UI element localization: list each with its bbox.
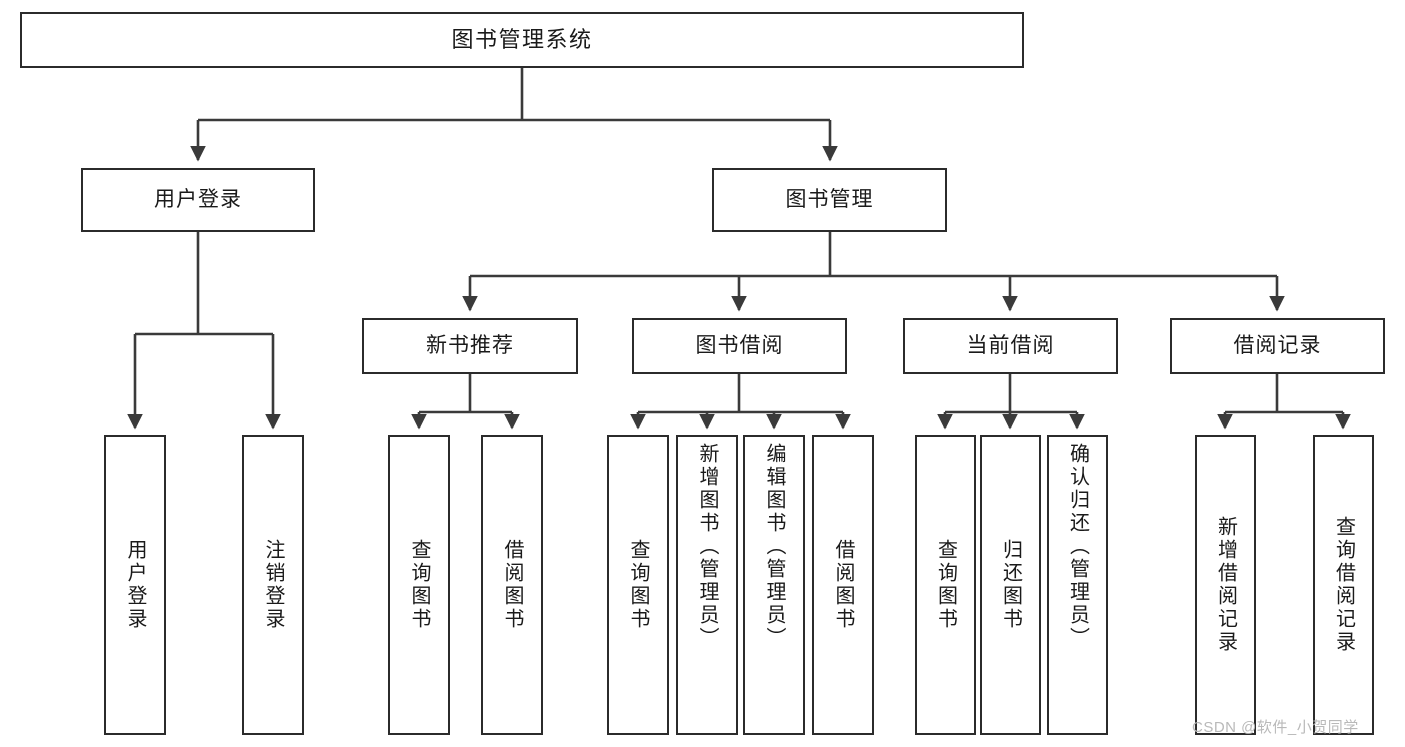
node-root[interactable]: 图书管理系统	[20, 12, 1024, 68]
node-borrow-record-label: 借阅记录	[1233, 333, 1322, 357]
leaf-br-add-record-label: 新增借阅记录	[1214, 516, 1237, 654]
node-root-label: 图书管理系统	[451, 27, 593, 53]
node-user-login-label: 用户登录	[154, 187, 242, 211]
leaf-cb-query-book[interactable]: 查询图书	[915, 435, 976, 735]
leaf-user-login[interactable]: 用户登录	[104, 435, 166, 735]
leaf-cb-confirm-return-label: 确认归还（管理员）	[1066, 443, 1089, 650]
leaf-rec-query-book-label: 查询图书	[408, 539, 430, 631]
leaf-rec-query-book[interactable]: 查询图书	[388, 435, 450, 735]
node-book-manage-label: 图书管理	[785, 187, 874, 211]
leaf-bb-edit-book[interactable]: 编辑图书（管理员）	[743, 435, 805, 735]
node-book-borrow-label: 图书借阅	[695, 333, 784, 357]
leaf-bb-edit-book-label: 编辑图书（管理员）	[763, 443, 785, 650]
leaf-user-logout[interactable]: 注销登录	[242, 435, 304, 735]
leaf-user-logout-label: 注销登录	[262, 539, 284, 631]
leaf-cb-return-book[interactable]: 归还图书	[980, 435, 1041, 735]
node-new-book-rec-label: 新书推荐	[426, 333, 514, 357]
node-new-book-rec[interactable]: 新书推荐	[362, 318, 578, 374]
leaf-bb-query-book-label: 查询图书	[627, 539, 649, 631]
leaf-bb-borrow-book[interactable]: 借阅图书	[812, 435, 874, 735]
node-book-manage[interactable]: 图书管理	[712, 168, 947, 232]
node-current-borrow[interactable]: 当前借阅	[903, 318, 1118, 374]
leaf-user-login-label: 用户登录	[124, 539, 146, 631]
leaf-br-query-record[interactable]: 查询借阅记录	[1313, 435, 1374, 735]
node-user-login[interactable]: 用户登录	[81, 168, 315, 232]
leaf-rec-borrow-book-label: 借阅图书	[501, 539, 523, 631]
leaf-bb-add-book[interactable]: 新增图书（管理员）	[676, 435, 738, 735]
leaf-cb-query-book-label: 查询图书	[934, 539, 957, 631]
leaf-bb-borrow-book-label: 借阅图书	[832, 539, 854, 631]
leaf-cb-confirm-return[interactable]: 确认归还（管理员）	[1047, 435, 1108, 735]
leaf-cb-return-book-label: 归还图书	[999, 539, 1022, 631]
node-current-borrow-label: 当前借阅	[966, 333, 1055, 357]
node-borrow-record[interactable]: 借阅记录	[1170, 318, 1385, 374]
leaf-br-add-record[interactable]: 新增借阅记录	[1195, 435, 1256, 735]
leaf-bb-add-book-label: 新增图书（管理员）	[696, 443, 718, 650]
csdn-watermark: CSDN @软件_小贺同学	[1192, 719, 1359, 736]
node-book-borrow[interactable]: 图书借阅	[632, 318, 847, 374]
leaf-br-query-record-label: 查询借阅记录	[1332, 516, 1355, 654]
leaf-bb-query-book[interactable]: 查询图书	[607, 435, 669, 735]
leaf-rec-borrow-book[interactable]: 借阅图书	[481, 435, 543, 735]
